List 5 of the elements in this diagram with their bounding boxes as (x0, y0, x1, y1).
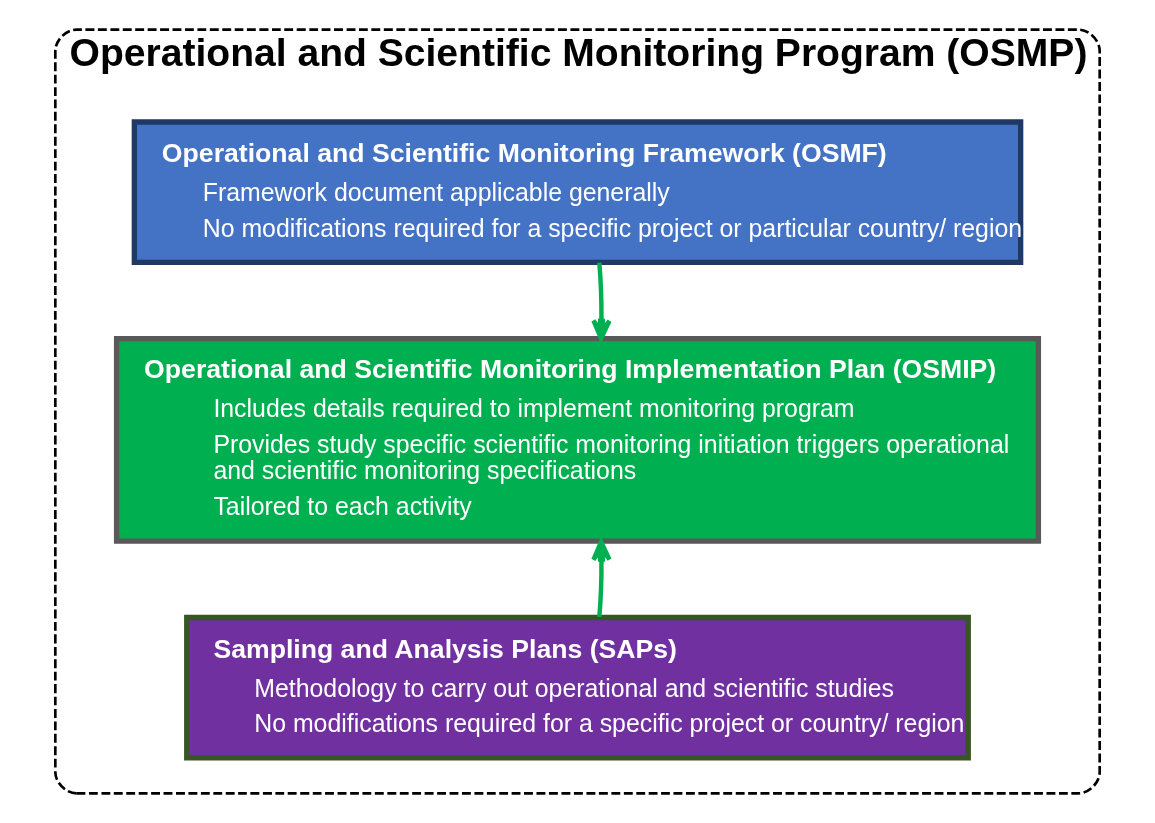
arrow (591, 262, 612, 341)
node-box: Operational and Scientific Monitoring Framework (OSMF) Framework document applicable generally No modifications required for a specific project or particular country/ region (131, 119, 1024, 265)
node-box: Sampling and Analysis Plans (SAPs) Methodology to carry out operational and scientific studies No modifications required for a specific project or country/ region (184, 614, 971, 761)
arrow (591, 539, 612, 618)
node-box: Operational and Scientific Monitoring Implementation Plan (OSMIP) Includes details required to implement monitoring program Provides study specific scientific monitoring initiation triggers operational and scientific monitoring specifications Tailored to each activity (113, 336, 1042, 544)
